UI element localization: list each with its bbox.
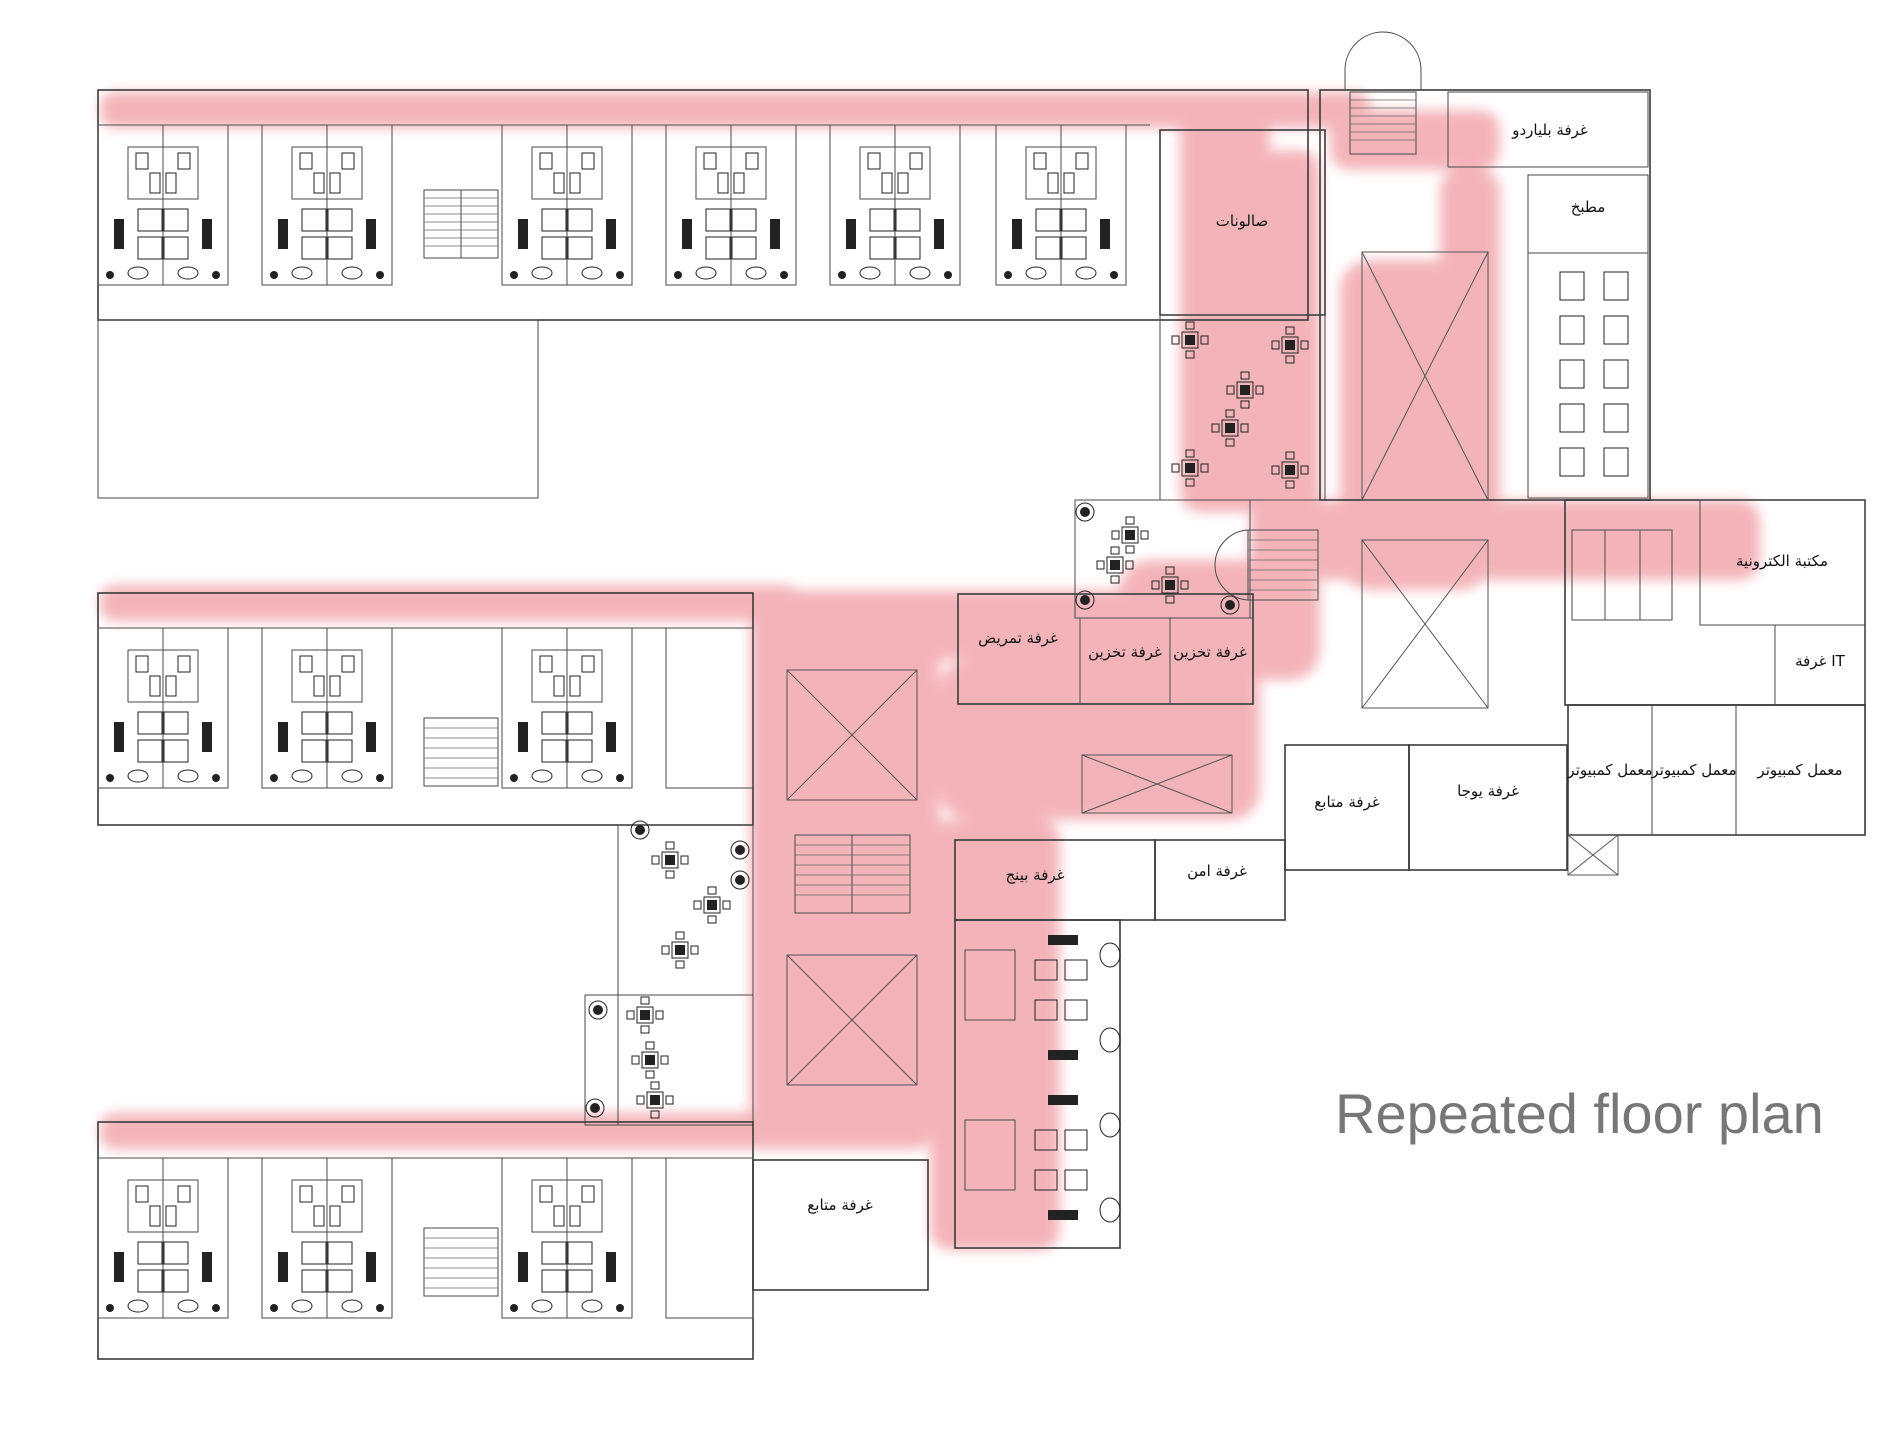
plan-title: Repeated floor plan — [1335, 1082, 1824, 1145]
salon-block — [1074, 129, 1326, 619]
middle-wing — [97, 592, 754, 1126]
label-storage-room-2: غرفة تخزين — [1173, 643, 1247, 661]
stair-lower — [423, 1227, 499, 1297]
lower-central-block — [954, 919, 1121, 1249]
label-storage-room-1: غرفة تخزين — [1088, 643, 1162, 661]
label-nursing-room: غرفة تمريض — [978, 629, 1058, 647]
label-e-library: مكتبة الكترونية — [1736, 552, 1828, 570]
label-it-room: غرفة IT — [1795, 652, 1846, 670]
room-labels: صالونات غرفة بلياردو مطبخ مكتبة الكتروني… — [807, 121, 1845, 1214]
central-block — [786, 593, 1568, 1086]
label-ping-pong-room: غرفة بينج — [1005, 866, 1064, 884]
stair-middle — [423, 717, 499, 787]
label-computer-lab-2: معمل كمبيوتر — [1650, 761, 1736, 779]
label-computer-lab-3: معمل كمبيوتر — [1756, 761, 1842, 779]
stair-upper — [423, 189, 499, 259]
label-yoga-room: غرفة يوجا — [1457, 782, 1519, 800]
label-security-room: غرفة امن — [1187, 862, 1247, 880]
upper-right-block — [1319, 31, 1651, 709]
label-kitchen: مطبخ — [1571, 198, 1606, 216]
label-salons: صالونات — [1216, 212, 1269, 230]
lower-wing — [97, 1121, 929, 1360]
upper-wing — [97, 89, 1309, 499]
right-wing — [1564, 499, 1866, 876]
label-billiard-room: غرفة بلياردو — [1511, 121, 1588, 139]
label-follow-up-room-1: غرفة متابع — [1314, 793, 1380, 811]
label-computer-lab-1: معمل كمبيوتر — [1566, 761, 1652, 779]
label-follow-up-room-2: غرفة متابع — [807, 1196, 873, 1214]
corridor-highlight — [100, 92, 1760, 1250]
